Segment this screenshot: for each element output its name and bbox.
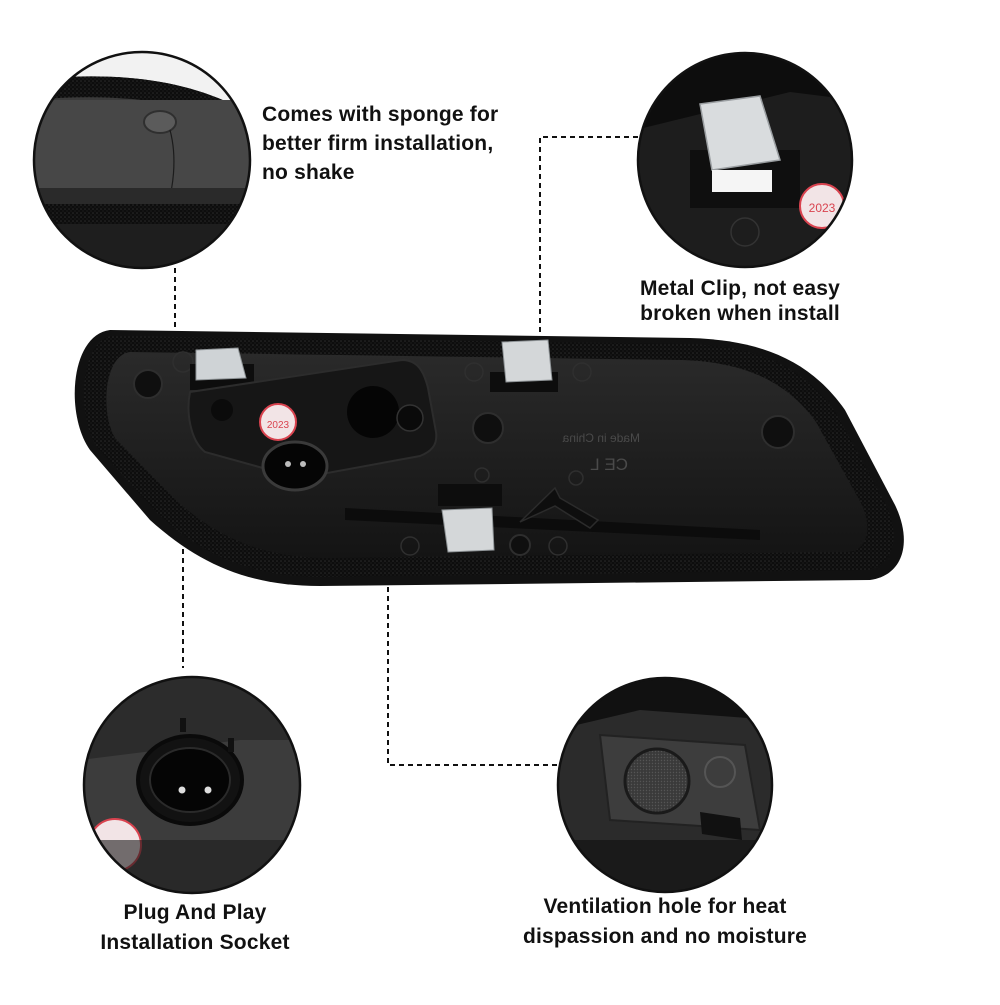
caption-sponge-line-2: better firm installation, — [262, 132, 494, 155]
connector-housing: 2023 — [187, 358, 438, 492]
detail-circle-ventilation — [556, 676, 774, 894]
made-in-china-marking: Made in China — [562, 431, 640, 445]
molded-markings: Made in China CE L — [562, 431, 640, 474]
caption-sponge-line-3: no shake — [262, 161, 355, 184]
caption-vent-line-1: Ventilation hole for heat — [543, 895, 787, 918]
detail-circle-socket — [82, 675, 302, 895]
caption-vent-line-2: dispassion and no moisture — [522, 925, 808, 948]
caption-clip-line-2: broken when install — [640, 302, 840, 325]
detail-circle-sponge — [32, 50, 252, 270]
caption-clip-line-1: Metal Clip, not easy — [639, 277, 841, 300]
ce-marking: CE L — [590, 455, 628, 474]
leader-clip — [539, 136, 640, 350]
caption-metal-clip: Metal Clip, not easy broken when install — [600, 276, 880, 326]
metal-clip-top — [490, 339, 558, 392]
sticker-year-clip-detail: 2023 — [809, 201, 836, 215]
main-product: Made in China CE L 2023 — [74, 330, 904, 586]
metal-clip-bottom — [438, 484, 502, 553]
caption-socket: Plug And Play Installation Socket — [70, 898, 320, 958]
caption-socket-line-1: Plug And Play — [123, 901, 267, 924]
caption-sponge-line-1: Comes with sponge for — [262, 103, 499, 126]
leader-vent — [387, 425, 560, 766]
caption-sponge: Comes with sponge for better firm instal… — [262, 100, 562, 187]
detail-circle-metal-clip: 2023 — [636, 51, 854, 269]
sticker-year-main: 2023 — [267, 420, 290, 431]
caption-socket-line-2: Installation Socket — [100, 931, 290, 954]
caption-ventilation: Ventilation hole for heat dispassion and… — [490, 892, 840, 952]
